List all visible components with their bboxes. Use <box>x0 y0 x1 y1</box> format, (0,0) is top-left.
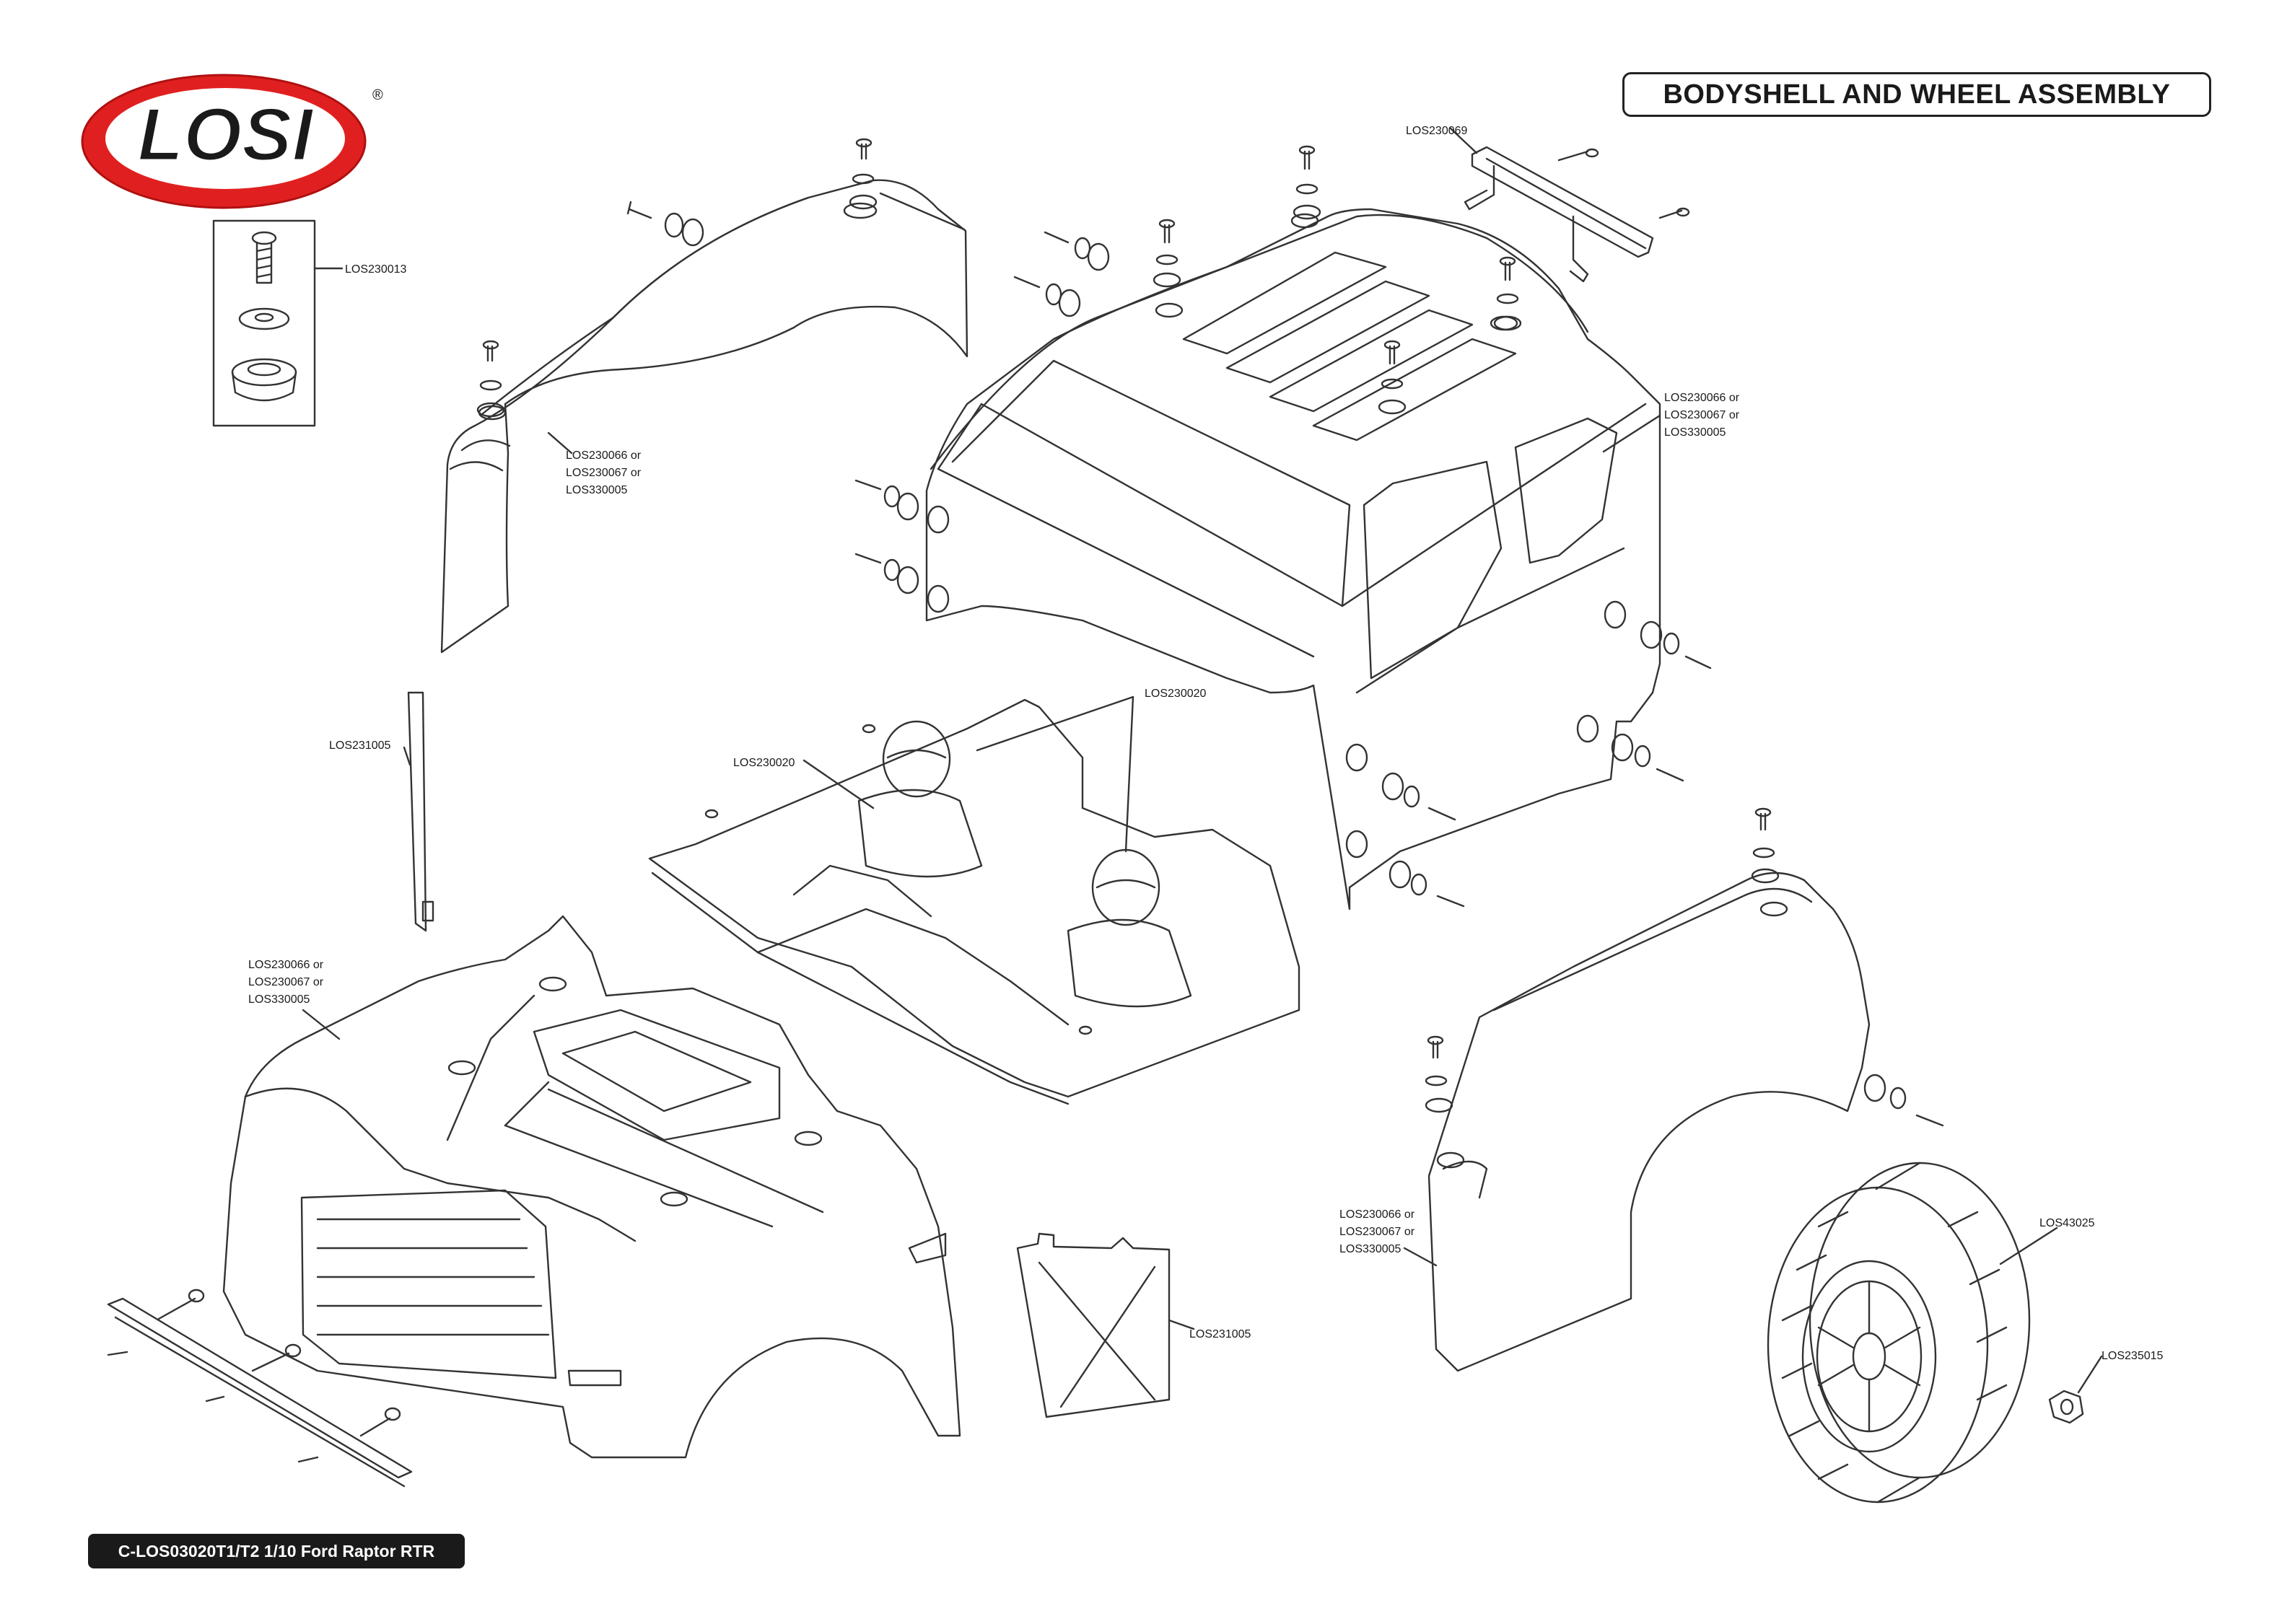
callout-los43025: LOS43025 <box>2039 1217 2095 1229</box>
logo-wordmark: LOSI <box>138 93 315 177</box>
registered-mark: ® <box>372 87 383 103</box>
callout-los230020-drivers: LOS230020 <box>1145 688 1207 700</box>
callout-los230069: LOS230069 <box>1406 125 1468 137</box>
front-bumper-bar <box>107 1289 413 1488</box>
model-footer: C-LOS03020T1/T2 1/10 Ford Raptor RTR <box>88 1534 465 1568</box>
skid-plate-decal <box>1016 1232 1195 1418</box>
page-title: BODYSHELL AND WHEEL ASSEMBLY <box>1622 72 2211 117</box>
losi-logo: LOSI ® <box>81 74 383 209</box>
body-mount-detail-box <box>212 219 344 427</box>
wheel-nut <box>2048 1355 2103 1424</box>
callout-los235015: LOS235015 <box>2102 1350 2164 1362</box>
cab-roof <box>854 145 1712 910</box>
rear-light-bar <box>1449 127 1690 283</box>
front-hood <box>222 915 961 1459</box>
windshield-light-strip <box>403 691 434 932</box>
callout-los231005-skid: LOS231005 <box>1189 1328 1251 1340</box>
rear-right-fender <box>1403 807 1944 1372</box>
callout-los231005-strip: LOS231005 <box>329 739 391 752</box>
callout-los230020-interior: LOS230020 <box>733 757 795 769</box>
wheel-tire <box>1767 1162 2058 1504</box>
interior-drivers <box>648 695 1300 1105</box>
callout-los230013: LOS230013 <box>345 263 407 276</box>
rear-left-fender <box>440 138 968 654</box>
